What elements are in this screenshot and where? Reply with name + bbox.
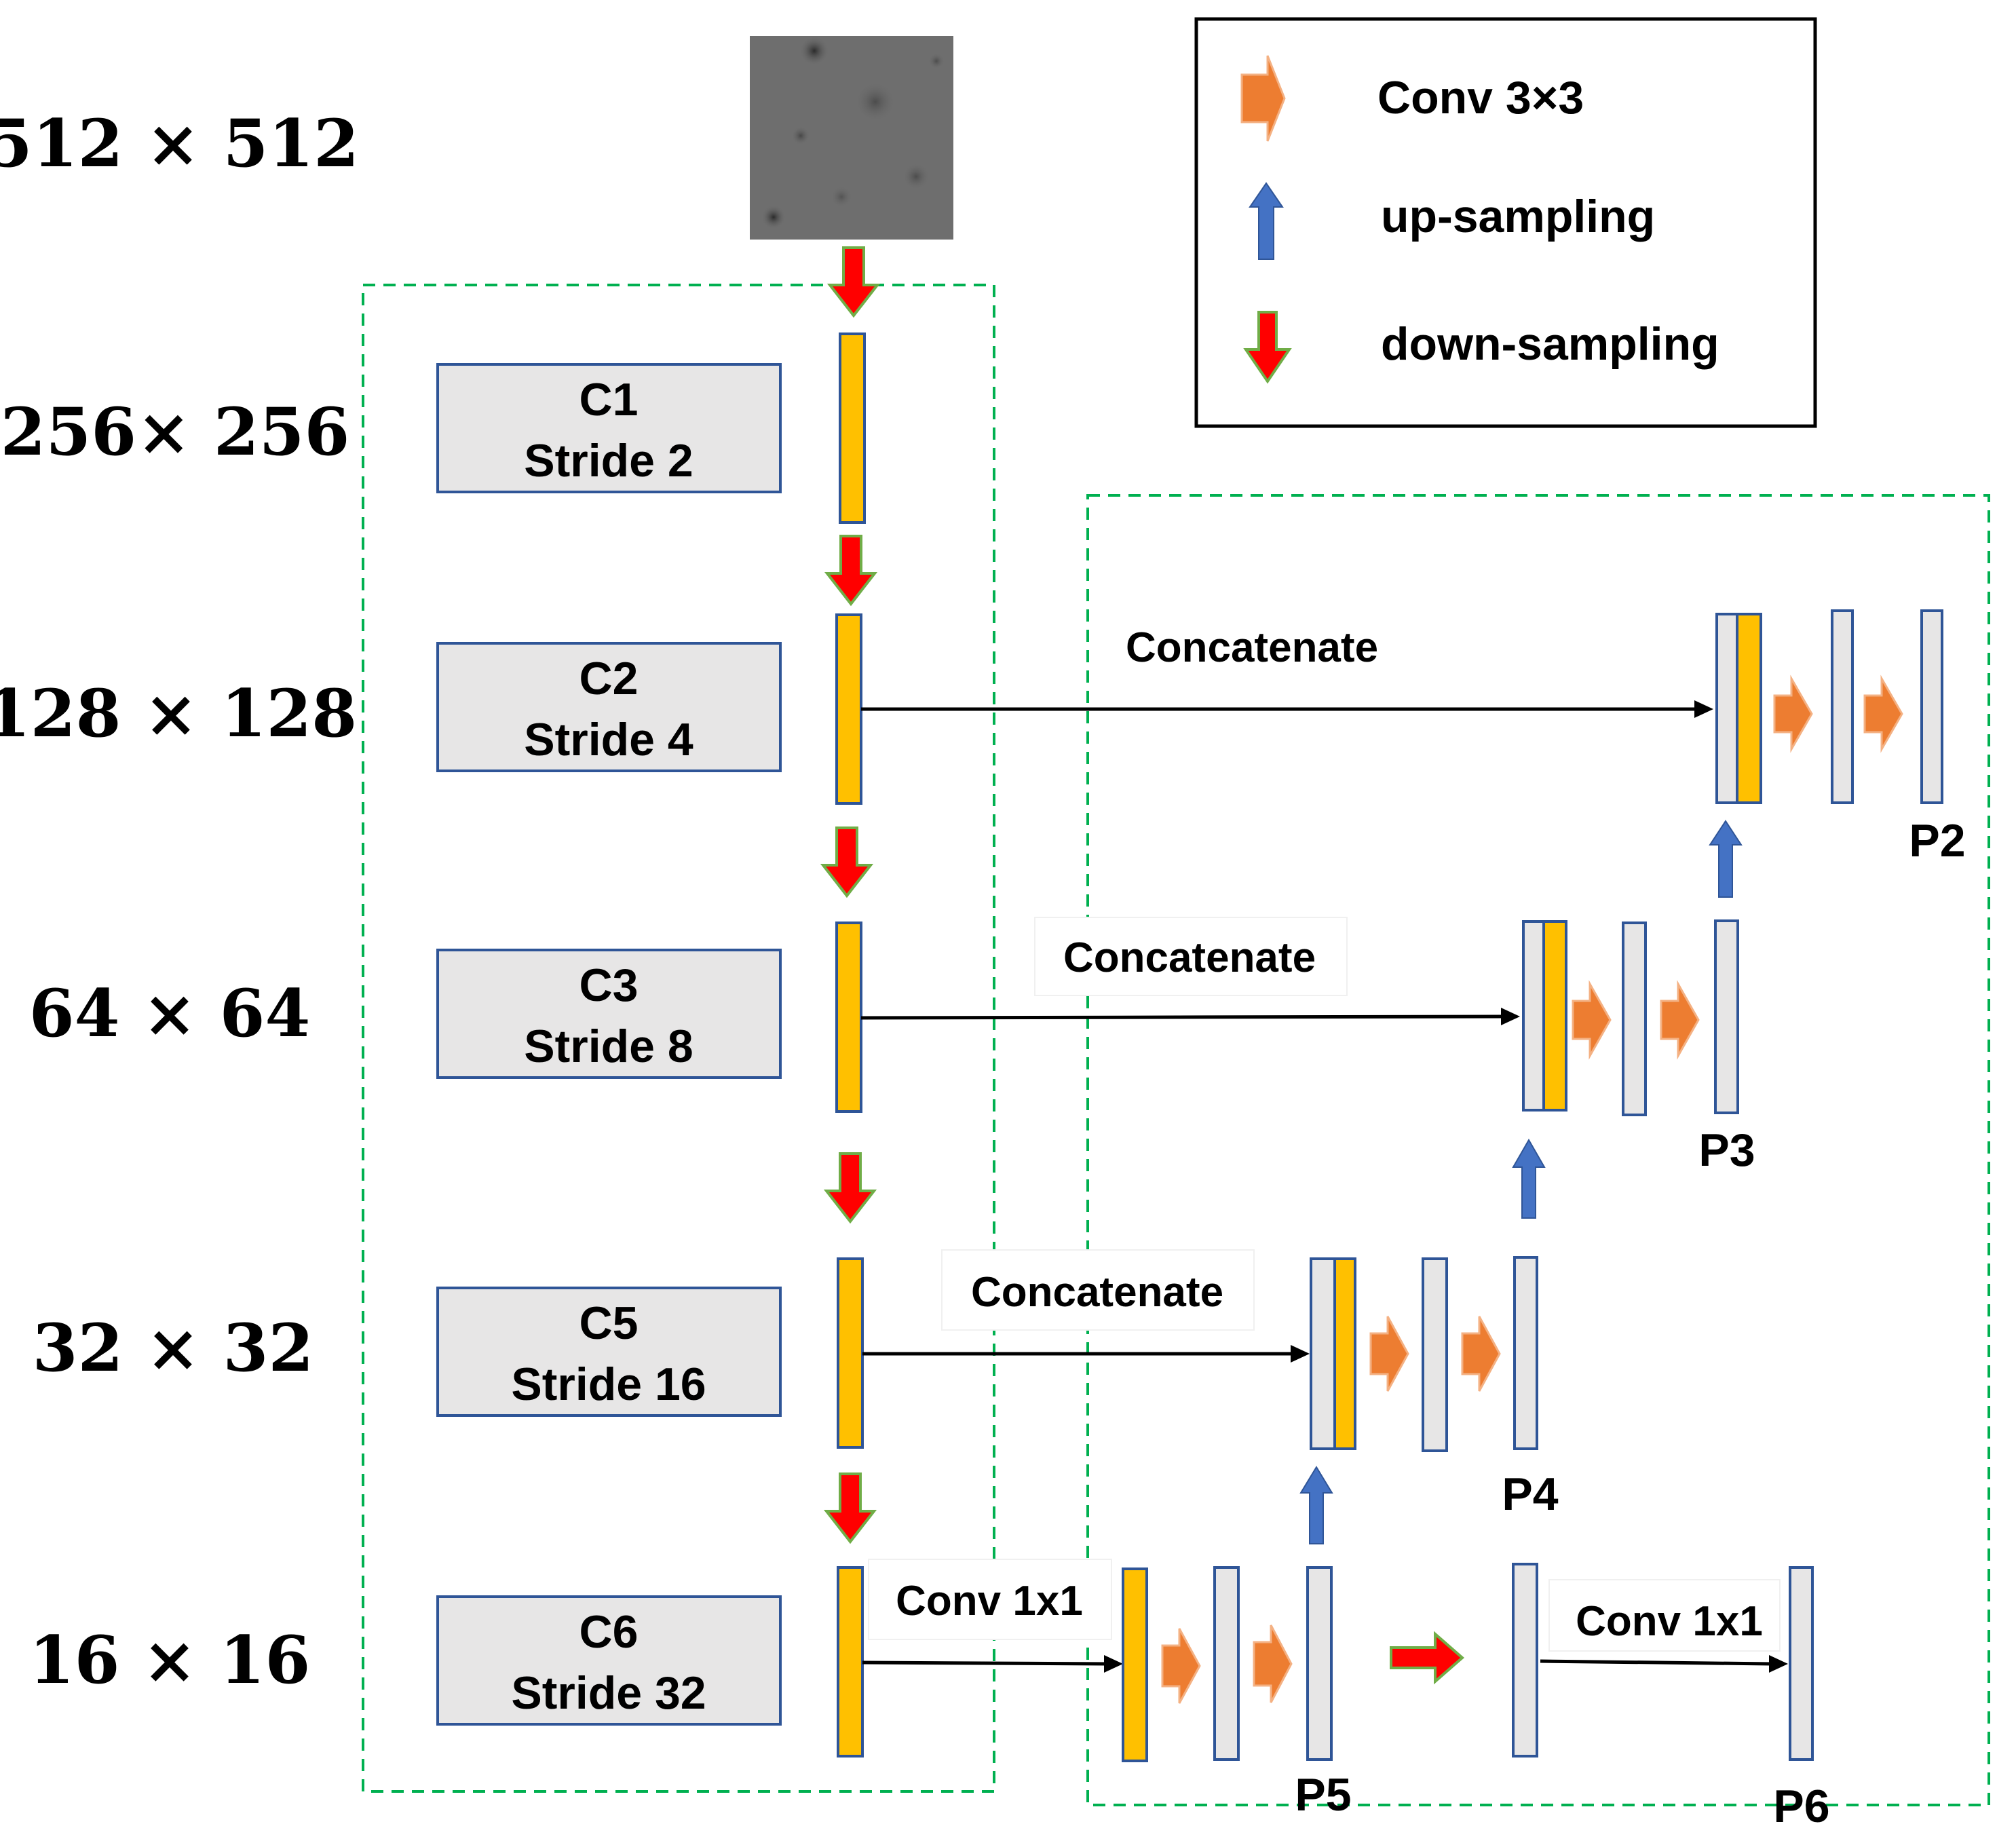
stage-stride: Stride 16	[511, 1358, 706, 1410]
down-arrow-icon	[1243, 311, 1292, 384]
output-label-p4: P4	[1502, 1468, 1558, 1520]
feature-map-c6	[837, 1566, 864, 1758]
output-label-p3: P3	[1698, 1124, 1755, 1176]
stage-name: C5	[579, 1297, 639, 1349]
down-sampling-arrows	[820, 246, 881, 1544]
resolution-label: 256× 256	[1, 394, 350, 470]
resolution-label: 16 × 16	[29, 1622, 310, 1698]
resolution-label: 512 × 512	[0, 105, 359, 182]
conv1x1-label: Conv 1x1	[1576, 1598, 1763, 1645]
stage-c5: C5 Stride 16	[436, 1287, 782, 1417]
backbone-region	[362, 284, 995, 1793]
feature-map-c2	[835, 613, 862, 805]
stage-c1: C1 Stride 2	[436, 363, 782, 493]
concat-label-bg	[1034, 917, 1348, 996]
conv1x1-label-bg	[868, 1559, 1112, 1640]
conv1x1-label: Conv 1x1	[896, 1578, 1083, 1624]
p2-level	[1715, 609, 1943, 804]
output-label-p6: P6	[1773, 1781, 1829, 1832]
lateral-connections	[860, 700, 1788, 1673]
concat-label: Concatenate	[1063, 934, 1316, 981]
resolution-label: 64 × 64	[29, 975, 310, 1052]
stage-name: C2	[579, 653, 639, 704]
stage-stride: Stride 4	[524, 714, 693, 765]
feature-map-c3	[835, 922, 862, 1113]
up-sampling-arrow	[1512, 1138, 1546, 1219]
stage-name: C3	[579, 960, 639, 1011]
feature-map-c1	[839, 332, 866, 524]
p5-level	[1122, 1566, 1333, 1762]
fpn-region	[1086, 494, 1990, 1806]
p6-level	[1512, 1563, 1814, 1761]
concat-label-bg	[1098, 609, 1407, 685]
p4-level	[1310, 1256, 1538, 1452]
conv1x1-label-bg	[1548, 1579, 1781, 1652]
legend: Conv 3×3 up-sampling down-sampling	[1194, 17, 1817, 428]
legend-up-label: up-sampling	[1381, 191, 1655, 242]
resolution-label: 128 × 128	[0, 675, 357, 752]
output-label-p2: P2	[1909, 815, 1965, 867]
concat-label: Concatenate	[971, 1269, 1223, 1316]
input-image	[750, 36, 953, 240]
up-arrow-icon	[1249, 182, 1284, 260]
up-sampling-arrow	[1299, 1466, 1333, 1544]
legend-conv-label: Conv 3×3	[1377, 72, 1584, 124]
resolution-label: 32 × 32	[33, 1310, 313, 1386]
stage-name: C6	[579, 1606, 639, 1658]
legend-down-label: down-sampling	[1381, 318, 1719, 370]
concat-label-bg	[941, 1249, 1255, 1331]
up-sampling-arrow	[1709, 820, 1743, 898]
stage-c3: C3 Stride 8	[436, 949, 782, 1079]
stage-stride: Stride 32	[511, 1667, 706, 1719]
down-sampling-arrow	[1390, 1631, 1465, 1685]
stage-name: C1	[579, 374, 639, 425]
stage-stride: Stride 8	[524, 1021, 693, 1072]
concat-label: Concatenate	[1126, 624, 1378, 671]
conv-arrow-icon	[1240, 55, 1286, 142]
feature-map-c5	[837, 1257, 864, 1449]
stage-c2: C2 Stride 4	[436, 642, 782, 772]
output-label-p5: P5	[1295, 1769, 1351, 1821]
p3-level	[1522, 919, 1739, 1116]
stage-stride: Stride 2	[524, 435, 693, 487]
stage-c6: C6 Stride 32	[436, 1595, 782, 1726]
